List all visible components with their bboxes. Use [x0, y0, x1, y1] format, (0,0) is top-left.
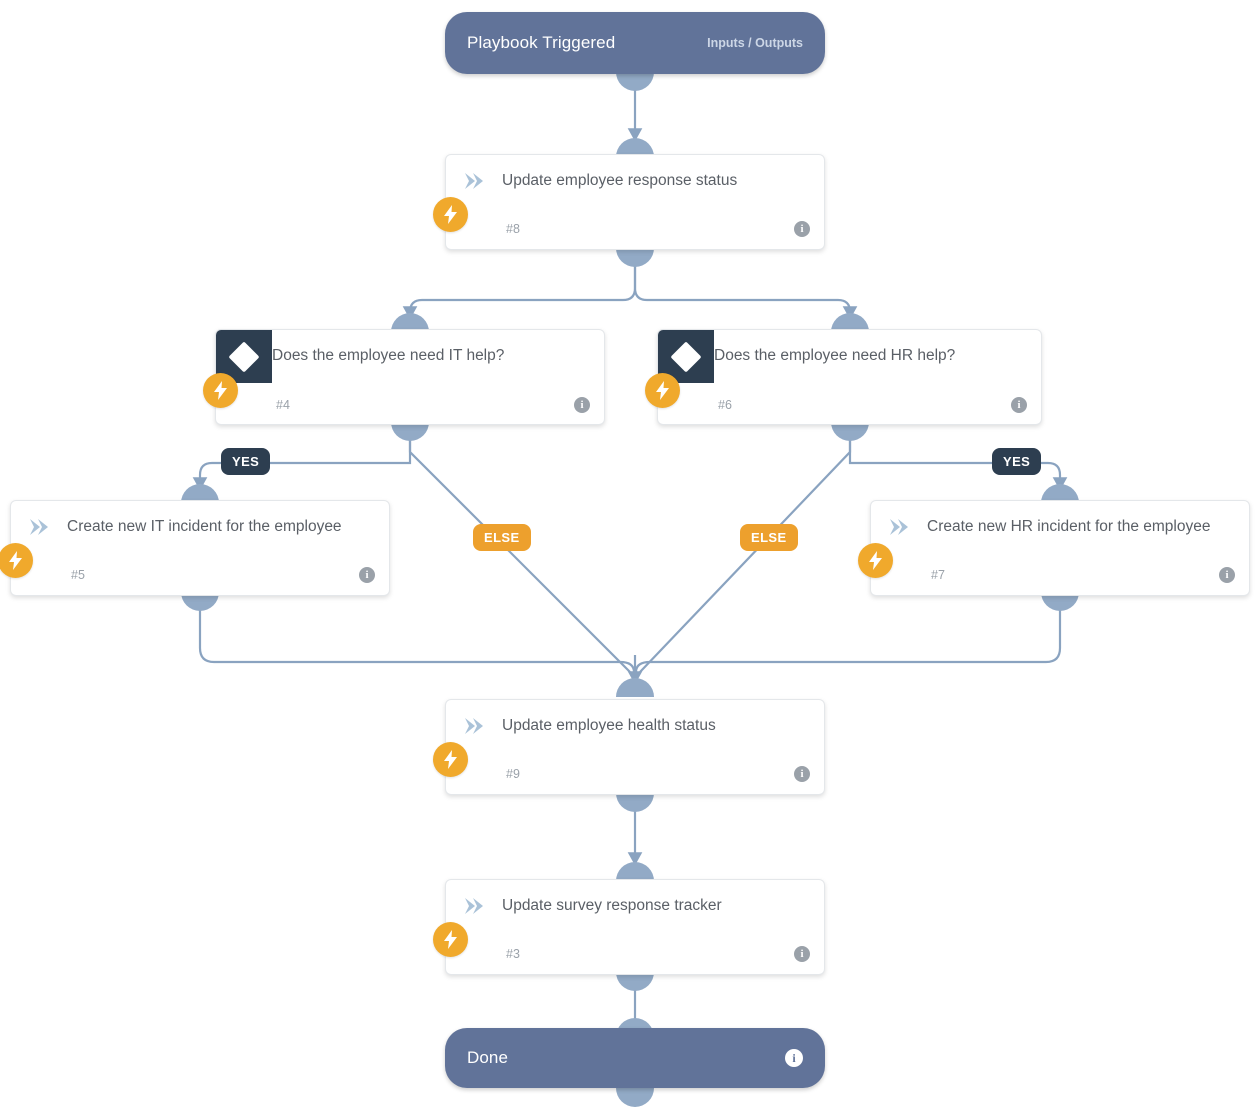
- branch-label-hr-yes[interactable]: YES: [992, 448, 1042, 475]
- card-header: Update employee health status: [446, 700, 824, 752]
- node-update-employee-response-status[interactable]: Update employee response status #8 i: [433, 154, 825, 251]
- chevron-right-icon: [446, 880, 502, 916]
- lightning-bolt-icon: [433, 742, 468, 777]
- node-title: Does the employee need IT help?: [272, 347, 505, 364]
- card-footer: #3 i: [433, 922, 824, 976]
- step-number: #4: [276, 398, 290, 412]
- info-icon[interactable]: i: [574, 397, 590, 413]
- node-does-employee-need-hr-help[interactable]: Does the employee need HR help? #6 i: [645, 329, 1042, 427]
- step-number: #3: [506, 947, 520, 961]
- info-icon[interactable]: i: [794, 766, 810, 782]
- node-update-employee-health-status[interactable]: Update employee health status #9 i: [433, 699, 825, 796]
- lightning-bolt-icon: [433, 922, 468, 957]
- edge-8-to-hr-decision: [633, 258, 858, 320]
- node-title: Update employee health status: [502, 717, 716, 734]
- chevron-right-icon: [446, 700, 502, 736]
- card-header: Update survey response tracker: [446, 880, 824, 932]
- edge-5-to-merge: [198, 602, 636, 676]
- node-title: Update employee response status: [502, 172, 738, 189]
- info-icon[interactable]: i: [359, 567, 375, 583]
- port-out-update-health-status[interactable]: [616, 793, 654, 812]
- node-title: Create new HR incident for the employee: [927, 518, 1211, 535]
- node-title: Playbook Triggered: [467, 33, 616, 52]
- port-in-update-health-status[interactable]: [616, 678, 654, 697]
- card-footer: #7 i: [858, 543, 1249, 597]
- port-out-trigger[interactable]: [616, 72, 654, 91]
- lightning-bolt-icon: [203, 373, 238, 408]
- card-footer: #8 i: [433, 197, 824, 251]
- port-out-update-survey-tracker[interactable]: [616, 972, 654, 991]
- node-update-survey-response-tracker[interactable]: Update survey response tracker #3 i: [433, 879, 825, 976]
- step-number: #8: [506, 222, 520, 236]
- lightning-bolt-icon: [858, 543, 893, 578]
- node-does-employee-need-it-help[interactable]: Does the employee need IT help? #4 i: [203, 329, 605, 427]
- node-create-new-hr-incident[interactable]: Create new HR incident for the employee …: [858, 500, 1250, 597]
- node-title: Update survey response tracker: [502, 897, 722, 914]
- edge-8-to-it-decision: [402, 258, 637, 320]
- card-header: Does the employee need IT help?: [216, 330, 604, 383]
- edge-7-to-merge: [634, 602, 1062, 676]
- port-in-update-survey-tracker[interactable]: [616, 862, 654, 881]
- card-header: Create new IT incident for the employee: [11, 501, 389, 553]
- step-number: #5: [71, 568, 85, 582]
- info-icon[interactable]: i: [1011, 397, 1027, 413]
- edge-hr-else-to-merge: [639, 432, 852, 673]
- port-out-done[interactable]: [616, 1088, 654, 1107]
- info-icon[interactable]: i: [794, 946, 810, 962]
- branch-label-it-else[interactable]: ELSE: [473, 524, 531, 551]
- node-title: Create new IT incident for the employee: [67, 518, 342, 535]
- card-footer: #9 i: [433, 742, 824, 796]
- node-create-new-it-incident[interactable]: Create new IT incident for the employee …: [0, 500, 390, 597]
- lightning-bolt-icon: [0, 543, 33, 578]
- branch-label-it-yes[interactable]: YES: [221, 448, 271, 475]
- branch-label-hr-else[interactable]: ELSE: [740, 524, 798, 551]
- card-footer: #5 i: [0, 543, 389, 597]
- inputs-outputs-label[interactable]: Inputs / Outputs: [707, 36, 803, 50]
- card-footer: #6 i: [645, 373, 1041, 427]
- step-number: #6: [718, 398, 732, 412]
- edge-it-else-to-merge: [408, 432, 631, 673]
- chevron-right-icon: [871, 501, 927, 537]
- lightning-bolt-icon: [645, 373, 680, 408]
- chevron-right-icon: [446, 155, 502, 191]
- port-in-update-response-status[interactable]: [616, 138, 654, 157]
- chevron-right-icon: [11, 501, 67, 537]
- node-title: Does the employee need HR help?: [714, 347, 956, 364]
- info-icon[interactable]: i: [1219, 567, 1235, 583]
- info-icon[interactable]: i: [794, 221, 810, 237]
- card-header: Create new HR incident for the employee: [871, 501, 1249, 553]
- step-number: #7: [931, 568, 945, 582]
- node-title: Done: [467, 1048, 509, 1067]
- node-playbook-triggered[interactable]: Playbook Triggered Inputs / Outputs: [445, 12, 825, 74]
- card-footer: #4 i: [203, 373, 604, 427]
- card-header: Update employee response status: [446, 155, 824, 207]
- step-number: #9: [506, 767, 520, 781]
- lightning-bolt-icon: [433, 197, 468, 232]
- card-header: Does the employee need HR help?: [658, 330, 1041, 383]
- info-icon[interactable]: i: [785, 1049, 803, 1067]
- node-done[interactable]: Done i: [445, 1028, 825, 1088]
